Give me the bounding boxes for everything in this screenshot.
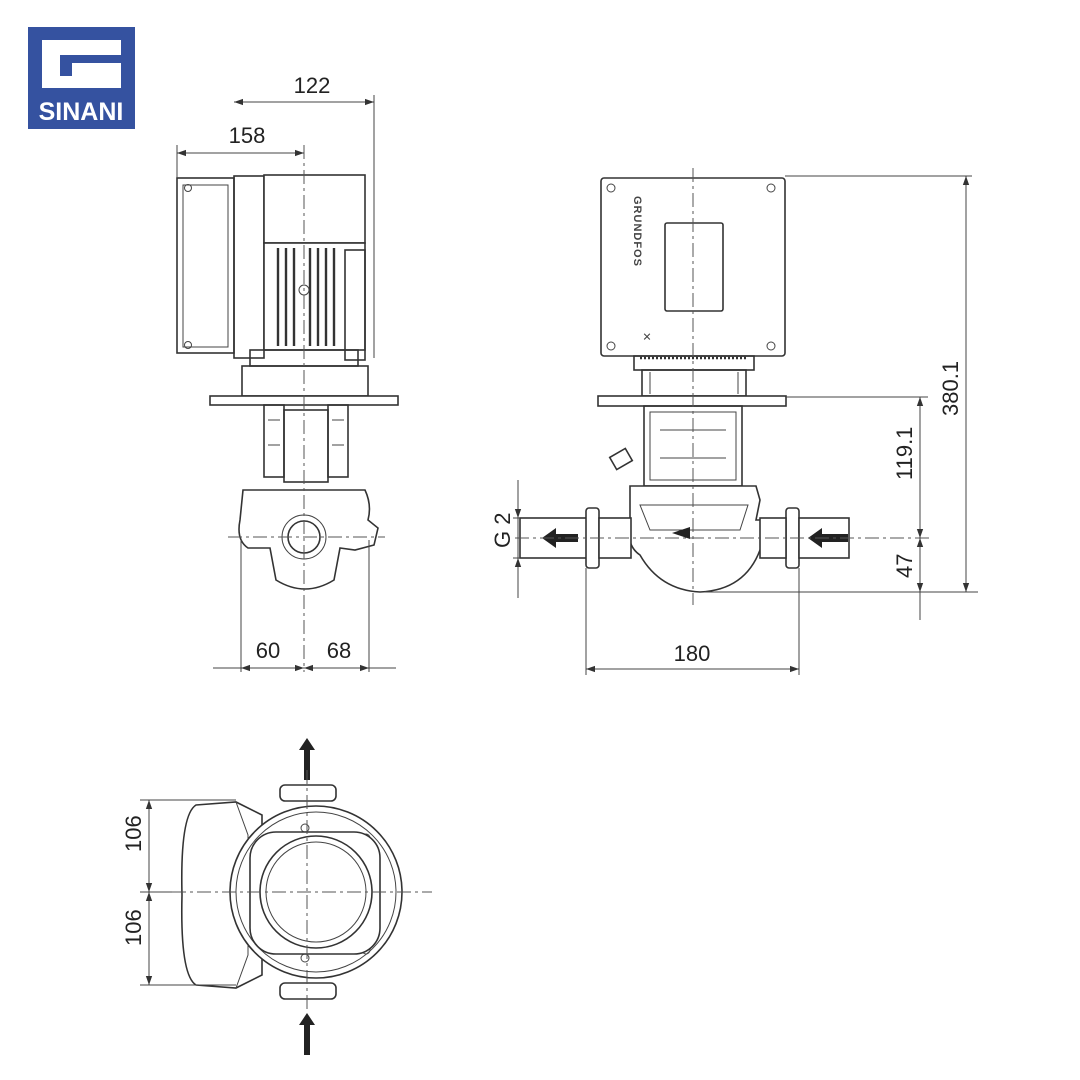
sinani-logo: SINANI (28, 27, 135, 129)
dimension-label-122: 122 (294, 73, 331, 98)
dimension-label-180: 180 (674, 641, 711, 666)
pump-side-view (176, 95, 399, 672)
plan-flow-out-arrow-icon (299, 738, 315, 780)
display-window (664, 222, 724, 312)
dimension-label-380: 380.1 (938, 361, 963, 416)
dimension-60-68: 60 68 (213, 638, 396, 672)
dimension-label-106-lower: 106 (121, 909, 146, 946)
plan-flow-in-arrow-icon (299, 1013, 315, 1055)
dimension-180: 180 (586, 641, 799, 673)
dimension-122: 122 (234, 73, 374, 106)
motor-cooling-fins (276, 248, 336, 346)
dimension-label-47: 47 (892, 554, 917, 578)
logo-text: SINANI (39, 98, 124, 126)
dimension-106-106: 106 106 (121, 800, 153, 985)
dimension-g2: G 2 (490, 480, 522, 598)
pump-plan-view (140, 738, 432, 1055)
dimension-label-158: 158 (229, 123, 266, 148)
pump-front-view: GRUNDFOS ✕ (513, 168, 978, 675)
flow-internal-arrow-icon (672, 527, 690, 539)
dimension-label-119: 119.1 (892, 427, 917, 480)
svg-text:✕: ✕ (640, 332, 652, 342)
pump-brand-text: GRUNDFOS (631, 196, 643, 267)
dimension-label-68: 68 (327, 638, 351, 663)
dimension-158: 158 (177, 123, 304, 157)
dimension-label-60: 60 (256, 638, 280, 663)
dimension-380-1: 380.1 (938, 176, 970, 592)
dimension-label-g2: G 2 (490, 513, 515, 548)
dimension-119-1-47: 119.1 47 (892, 397, 924, 620)
dimension-label-106-upper: 106 (121, 815, 146, 852)
